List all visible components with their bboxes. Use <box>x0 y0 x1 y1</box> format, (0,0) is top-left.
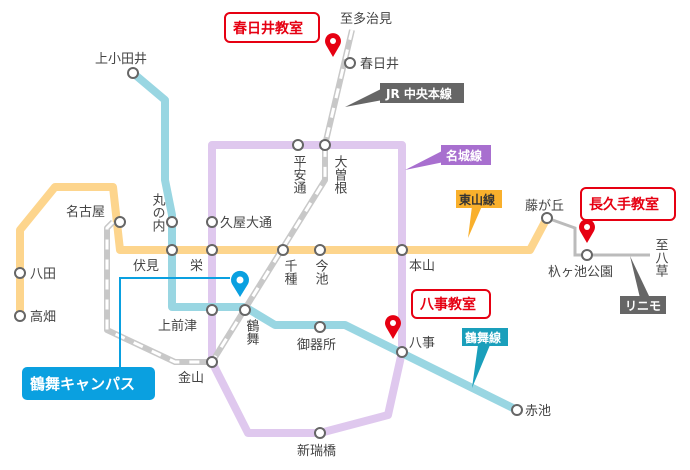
station-chikusa[interactable] <box>277 244 289 256</box>
station-tsurumai[interactable] <box>239 304 251 316</box>
label-yagoto: 八事 <box>409 336 435 351</box>
label-imaike: 今池 <box>313 258 329 285</box>
label-sakae: 栄 <box>190 259 203 274</box>
station-imaike[interactable] <box>314 244 326 256</box>
station-heian-dori[interactable] <box>292 139 304 151</box>
school-kasugai[interactable]: 春日井教室 <box>224 12 320 43</box>
station-fujigaoka[interactable] <box>541 212 553 224</box>
station-hayashiike[interactable] <box>581 249 593 261</box>
station-kamimaezu[interactable] <box>206 304 218 316</box>
campus-label: 鶴舞キャンパス <box>30 375 135 393</box>
school-nagakute-label: 長久手教室 <box>589 196 659 213</box>
label-gokiso: 御器所 <box>297 338 336 353</box>
station-kanayama[interactable] <box>206 356 218 368</box>
map-pin-icon <box>231 270 250 297</box>
station-hisaya-odori[interactable] <box>206 216 218 228</box>
campus-leader-line <box>119 277 230 372</box>
label-kamimaezu: 上前津 <box>158 318 197 334</box>
meijo-line <box>208 141 406 437</box>
map-pin-dot <box>330 38 336 44</box>
label-tsurumai: 鶴舞 <box>244 318 260 345</box>
station-sakae[interactable] <box>206 244 218 256</box>
station-gokiso[interactable] <box>314 321 326 333</box>
label-heian-dori: 平安通 <box>291 155 307 194</box>
label-direction-tajimi: 至多治見 <box>340 11 392 27</box>
label-nagoya: 名古屋 <box>66 204 105 220</box>
stations <box>14 57 593 439</box>
label-aratamabashi: 新瑞橋 <box>297 443 336 459</box>
linimo-tag-pointer <box>630 256 650 298</box>
station-fushimi[interactable] <box>166 244 178 256</box>
school-nagakute[interactable]: 長久手教室 <box>580 187 676 221</box>
campus-tsurumai[interactable]: 鶴舞キャンパス <box>22 367 155 400</box>
linimo-tag: リニモ <box>625 299 661 313</box>
map-pin-dot <box>584 224 590 230</box>
tsurumai-tag-pointer <box>472 345 490 388</box>
tsurumai-tag-box <box>462 328 508 346</box>
jr-tag-box <box>380 83 464 103</box>
station-kasugai[interactable] <box>344 57 356 69</box>
station-ozone[interactable] <box>319 139 331 151</box>
map-pin-icon <box>579 219 595 243</box>
station-aratamabashi[interactable] <box>314 427 326 439</box>
station-hatta[interactable] <box>14 267 26 279</box>
jr-tag-pointer <box>345 88 383 107</box>
label-fujigaoka: 藤が丘 <box>525 199 564 214</box>
station-nagoya[interactable] <box>114 216 126 228</box>
station-motoyama[interactable] <box>396 244 408 256</box>
label-motoyama: 本山 <box>409 259 435 274</box>
label-direction-yakusa: 至八草 <box>653 238 669 277</box>
station-akaike[interactable] <box>511 404 523 416</box>
school-yagoto-label: 八事教室 <box>419 296 476 313</box>
linimo-line <box>546 216 650 257</box>
label-ozone: 大曽根 <box>332 155 348 194</box>
jr-tag: JR 中央本線 <box>385 86 452 101</box>
meijo-tag-box <box>441 145 491 165</box>
label-kamiotai: 上小田井 <box>95 52 147 67</box>
label-hatta: 八田 <box>30 267 56 282</box>
label-fushimi: 伏見 <box>133 259 159 274</box>
station-yagoto[interactable] <box>396 346 408 358</box>
linimo-tag-box <box>620 296 666 314</box>
station-marunouchi[interactable] <box>166 216 178 228</box>
map-pin-icon <box>384 315 401 339</box>
label-takabata: 高畑 <box>30 309 56 325</box>
label-hisaya-odori: 久屋大通 <box>220 216 272 231</box>
higashiyama-tag: 東山線 <box>459 192 495 207</box>
label-chikusa: 千種 <box>282 259 298 285</box>
meijo-tag: 名城線 <box>446 148 482 163</box>
higashiyama-tag-pointer <box>468 206 482 238</box>
station-kamiotai[interactable] <box>127 67 139 79</box>
meijo-tag-pointer <box>405 150 444 170</box>
label-kasugai: 春日井 <box>360 57 399 72</box>
map-pin-icon <box>325 33 341 57</box>
higashiyama-line <box>16 183 551 316</box>
school-yagoto[interactable]: 八事教室 <box>411 289 491 319</box>
map-pin-dot <box>390 320 396 326</box>
school-kasugai-label: 春日井教室 <box>232 20 303 37</box>
tsurumai-tag: 鶴舞線 <box>465 330 501 345</box>
label-akaike: 赤池 <box>525 404 551 419</box>
label-kanayama: 金山 <box>178 370 204 386</box>
map-pin-dot <box>236 276 244 284</box>
station-takabata[interactable] <box>14 310 26 322</box>
label-hayashiike: 杁ヶ池公園 <box>548 265 613 280</box>
label-marunouchi: 丸の内 <box>150 193 166 233</box>
higashiyama-tag-box <box>456 190 502 208</box>
